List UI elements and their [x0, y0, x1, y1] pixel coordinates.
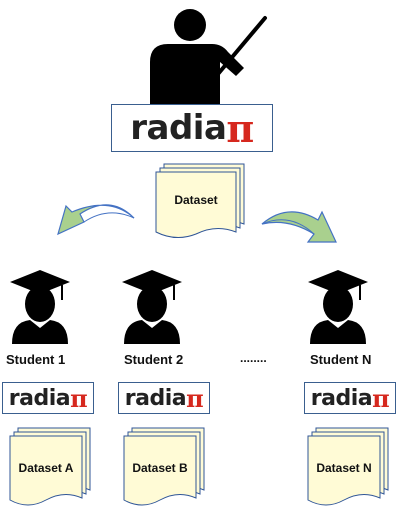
graduate-icon — [122, 270, 182, 344]
dataset-n-label: Dataset N — [316, 461, 371, 475]
teacher-pointer-icon — [150, 9, 267, 104]
student-1-label: Student 1 — [6, 352, 66, 367]
logo-text: radia — [310, 385, 373, 411]
logo-pi: π — [186, 383, 204, 413]
logo-pi: π — [226, 105, 254, 151]
logo-text: radia — [130, 108, 227, 148]
curved-arrow-right-icon — [261, 210, 337, 243]
teacher-dataset-label: Dataset — [174, 193, 217, 207]
student-n-dataset-document: Dataset N — [307, 427, 389, 506]
graduate-icon — [308, 270, 368, 344]
dataset-a-label: Dataset A — [19, 461, 74, 475]
student-2-dataset-document: Dataset B — [123, 427, 205, 506]
curved-arrow-left-icon — [57, 204, 135, 236]
logo-text: radia — [124, 385, 187, 411]
logo-pi: π — [372, 383, 390, 413]
ellipsis: ........ — [240, 351, 267, 365]
student-1-dataset-document: Dataset A — [9, 427, 91, 506]
logo-text: radia — [8, 385, 71, 411]
student-2-label: Student 2 — [124, 352, 184, 367]
student-n-label: Student N — [310, 352, 372, 367]
graduate-icon — [10, 270, 70, 344]
dataset-b-label: Dataset B — [132, 461, 188, 475]
logo-pi: π — [70, 383, 88, 413]
teacher-dataset-document: Dataset — [155, 163, 245, 238]
